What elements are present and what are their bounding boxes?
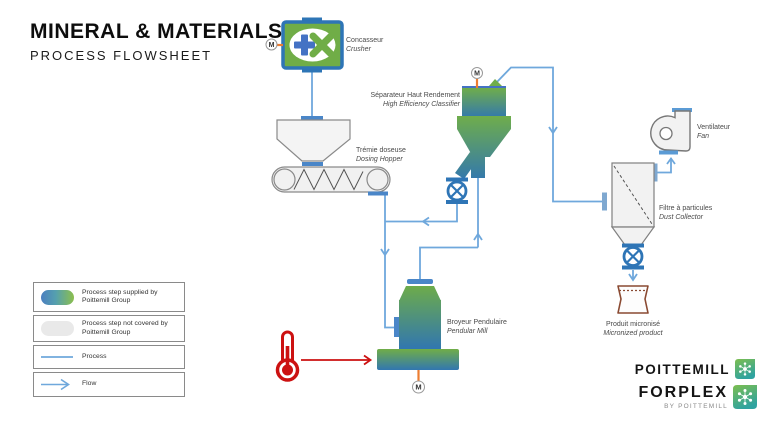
dust-collector bbox=[602, 162, 658, 248]
flow-arrow-down-icon bbox=[548, 126, 558, 135]
pipe-coarse-return bbox=[385, 204, 458, 227]
motor-letter: M bbox=[474, 71, 480, 78]
legend-item-process: Process bbox=[33, 345, 185, 369]
pendular-mill bbox=[377, 279, 459, 370]
poittemill-logo: POITTEMILL bbox=[635, 359, 755, 379]
mill-motor: M bbox=[412, 370, 425, 394]
classifier bbox=[455, 79, 511, 179]
pipe-feed-to-mill bbox=[380, 195, 394, 329]
dust-collector-label: Filtre à particules Dust Collector bbox=[659, 205, 713, 222]
flow-arrow-up-icon bbox=[666, 156, 676, 165]
flow-arrow-left-icon bbox=[421, 216, 430, 227]
rotary-valve-classifier bbox=[446, 177, 468, 204]
forplex-leaf-icon bbox=[733, 385, 757, 409]
legend-label: Process bbox=[82, 352, 107, 360]
legend-label: Process step not covered by Poittemill G… bbox=[82, 320, 168, 336]
title-block: MINERAL & MATERIALS PROCESS FLOWSHEET bbox=[30, 20, 283, 63]
pipe-mill-to-classifier bbox=[419, 178, 483, 279]
screw-feeder bbox=[271, 166, 391, 196]
forplex-logo: FORPLEX BY POITTEMILL bbox=[638, 384, 757, 410]
flow-arrow-icon bbox=[41, 378, 70, 391]
flow-arrow-down-icon bbox=[628, 273, 638, 282]
fan-label: Ventilateur Fan bbox=[697, 124, 731, 141]
motor-letter: M bbox=[415, 383, 421, 392]
classifier-label: Séparateur Haut Rendement High Efficienc… bbox=[370, 92, 461, 109]
classifier-motor: M bbox=[471, 67, 483, 88]
hopper-label: Trémie doseuse Dosing Hopper bbox=[356, 147, 406, 164]
crusher-motor: M bbox=[265, 38, 283, 51]
crusher bbox=[281, 17, 344, 73]
flow-arrow-down-icon bbox=[380, 248, 390, 257]
forplex-byline: BY POITTEMILL bbox=[664, 403, 728, 410]
page-subtitle: PROCESS FLOWSHEET bbox=[30, 48, 213, 63]
poittemill-wordmark: POITTEMILL bbox=[634, 361, 730, 377]
mill-label: Broyeur Pendulaire Pendular Mill bbox=[447, 319, 507, 336]
poittemill-leaf-icon bbox=[735, 359, 755, 379]
motor-letter: M bbox=[269, 42, 275, 49]
legend-label: Process step supplied by Poittemill Grou… bbox=[82, 288, 158, 304]
legend-item-flow: Flow bbox=[33, 372, 185, 397]
product-bag bbox=[617, 285, 649, 314]
thermometer-icon bbox=[275, 330, 300, 382]
legend-label: Flow bbox=[82, 380, 97, 388]
legend-item-supplied: Process step supplied by Poittemill Grou… bbox=[33, 282, 185, 312]
not-covered-step-swatch bbox=[40, 321, 74, 336]
hot-gas-arrow bbox=[301, 354, 373, 366]
rotary-valve-collector bbox=[622, 243, 644, 270]
pipe-collector-to-bag bbox=[628, 270, 638, 282]
product-label: Produit micronisé Micronized product bbox=[603, 321, 663, 338]
forplex-wordmark: FORPLEX bbox=[638, 384, 728, 401]
pipe-collector-to-fan bbox=[657, 156, 676, 174]
page-title: MINERAL & MATERIALS bbox=[30, 20, 283, 43]
flow-arrow-up-icon bbox=[473, 232, 483, 241]
legend: Process step supplied by Poittemill Grou… bbox=[33, 282, 185, 397]
pipe-classifier-to-collector bbox=[494, 66, 606, 203]
legend-item-not-covered: Process step not covered by Poittemill G… bbox=[33, 315, 185, 342]
dosing-hopper bbox=[276, 116, 351, 166]
crusher-plus-icon bbox=[294, 34, 315, 56]
crusher-x-icon bbox=[309, 32, 335, 58]
crusher-label: Concasseur Crusher bbox=[346, 37, 384, 54]
supplied-step-swatch bbox=[40, 289, 74, 305]
process-line-icon bbox=[41, 356, 73, 358]
fan bbox=[650, 108, 692, 155]
